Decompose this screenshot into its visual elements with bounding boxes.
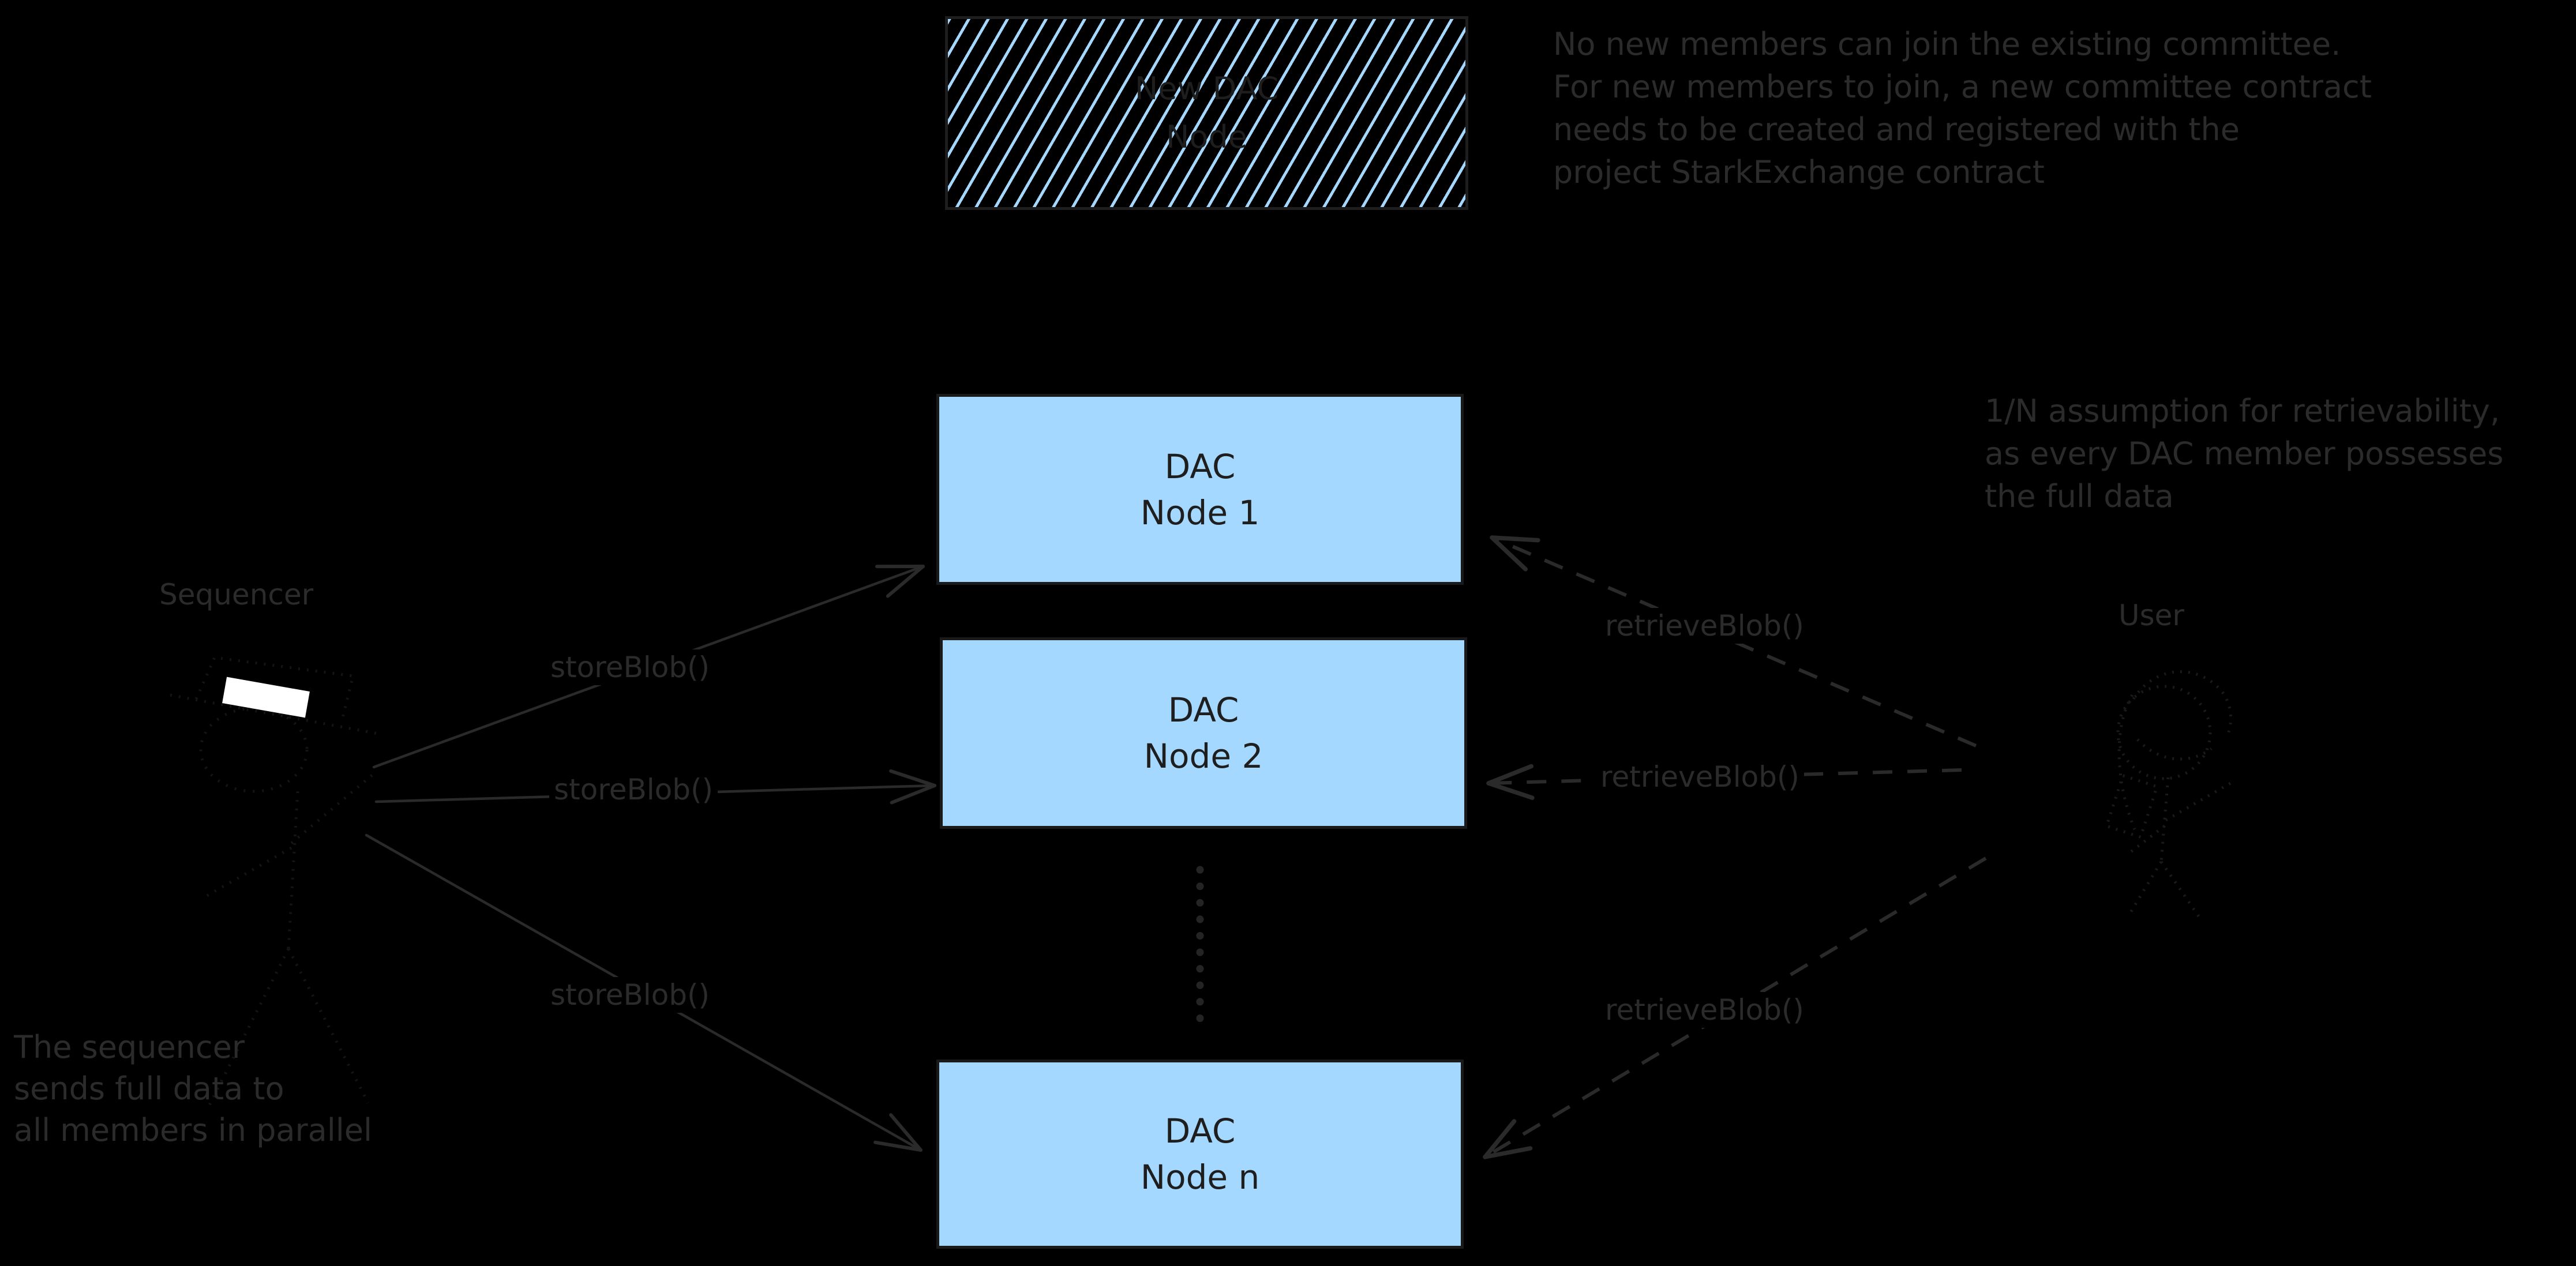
dac-node-n-label-line1: DAC bbox=[1164, 1111, 1236, 1151]
dac-node-2-box: DAC Node 2 bbox=[940, 637, 1467, 829]
sequencer-person-icon bbox=[170, 656, 378, 1107]
committee-note-line3: needs to be created and registered with … bbox=[1553, 111, 2240, 148]
sequencer-note-line1: The sequencer bbox=[14, 1029, 245, 1065]
committee-note-line2: For new members to join, a new committee… bbox=[1553, 69, 2372, 105]
retrieveblob-arrow-node2 bbox=[1488, 768, 1962, 785]
arrowhead bbox=[1490, 535, 1528, 572]
storeblob-label-1: storeBlob() bbox=[546, 649, 715, 685]
dac-node-1-box: DAC Node 1 bbox=[936, 394, 1464, 585]
committee-note: No new members can join the existing com… bbox=[1553, 23, 2372, 194]
retrieveblob-label-2: retrieveBlob() bbox=[1596, 759, 1804, 795]
retrievability-note-line2: as every DAC member possesses bbox=[1985, 435, 2504, 472]
sequencer-note: The sequencer sends full data to all mem… bbox=[14, 1027, 372, 1151]
dac-node-2-label-line2: Node 2 bbox=[1143, 737, 1263, 776]
storeblob-label-2: storeBlob() bbox=[549, 772, 718, 807]
sequencer-note-line3: all members in parallel bbox=[14, 1112, 372, 1148]
arrowhead bbox=[889, 769, 936, 787]
user-label: User bbox=[2118, 599, 2184, 632]
new-dac-node-label-line1: New DAC bbox=[1134, 70, 1279, 107]
dac-node-1-label-line1: DAC bbox=[1164, 446, 1236, 486]
arrowhead bbox=[873, 1140, 923, 1152]
user-person-icon bbox=[2105, 670, 2233, 922]
arrowhead bbox=[1490, 535, 1540, 543]
arrowhead bbox=[1486, 781, 1535, 800]
dac-node-2-label-line1: DAC bbox=[1168, 690, 1239, 730]
arrowhead bbox=[889, 1113, 923, 1152]
retrieveblob-label-3: retrieveBlob() bbox=[1600, 992, 1809, 1028]
arrowhead bbox=[886, 565, 925, 598]
dac-node-n-box: DAC Node n bbox=[936, 1060, 1464, 1249]
arrowhead bbox=[890, 784, 936, 805]
retrievability-note-line1: 1/N assumption for retrievability, bbox=[1985, 393, 2500, 429]
retrieveblob-arrow-node1 bbox=[1491, 536, 1977, 747]
new-dac-node-box: New DAC Node bbox=[945, 16, 1468, 210]
retrieveblob-label-1: retrieveBlob() bbox=[1600, 608, 1809, 644]
sequencer-note-line2: sends full data to bbox=[14, 1070, 284, 1107]
arrowhead bbox=[1483, 1119, 1517, 1159]
committee-note-line1: No new members can join the existing com… bbox=[1553, 26, 2341, 62]
retrievability-note-line3: the full data bbox=[1985, 478, 2174, 514]
arrowhead bbox=[1483, 1146, 1533, 1159]
sequencer-hat-band bbox=[222, 677, 310, 718]
committee-note-line4: project StarkExchange contract bbox=[1553, 154, 2045, 190]
new-dac-node-label-line2: Node bbox=[1166, 119, 1247, 155]
dac-node-1-label-line2: Node 1 bbox=[1140, 493, 1260, 532]
retrievability-note: 1/N assumption for retrievability, as ev… bbox=[1985, 390, 2503, 518]
sequencer-label: Sequencer bbox=[159, 578, 314, 611]
dac-node-n-label-line2: Node n bbox=[1140, 1158, 1260, 1197]
storeblob-label-3: storeBlob() bbox=[546, 977, 715, 1013]
arrowhead bbox=[1486, 764, 1534, 786]
